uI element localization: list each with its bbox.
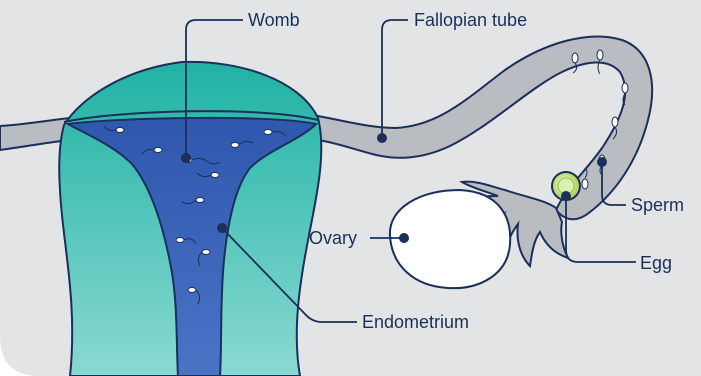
ovary-label: Ovary: [309, 228, 357, 248]
sperm-label: Sperm: [631, 195, 684, 215]
endometrium-label: Endometrium: [362, 312, 469, 332]
egg-label: Egg: [640, 253, 672, 273]
womb-label: Womb: [248, 10, 300, 30]
fallopian-tube-label: Fallopian tube: [414, 10, 527, 30]
